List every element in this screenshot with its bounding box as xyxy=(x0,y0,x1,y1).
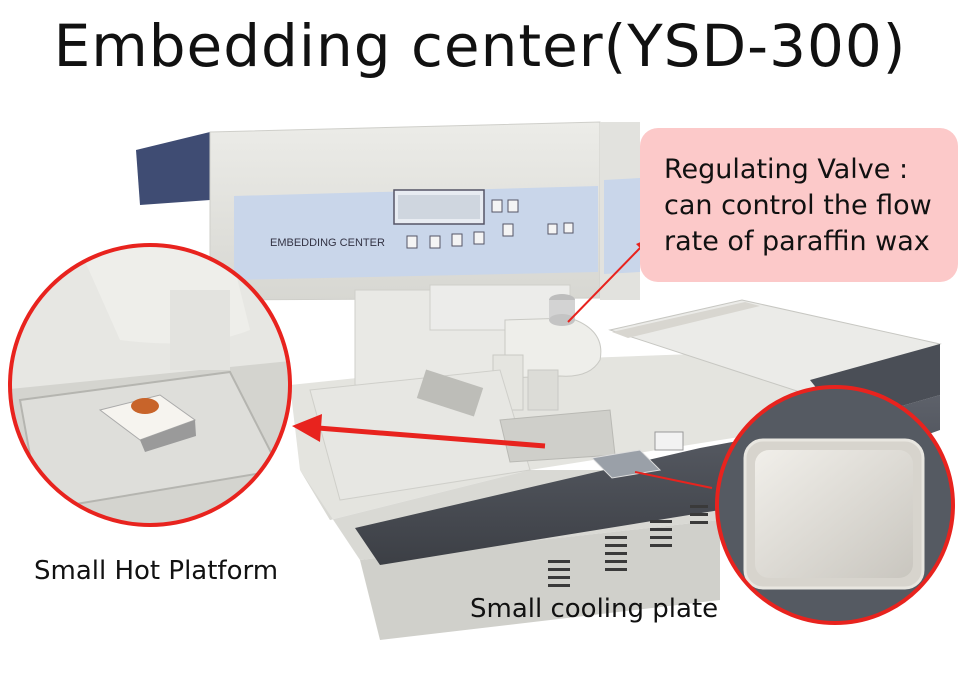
cooling-plate-zoom xyxy=(715,385,955,625)
hot-platform-zoom xyxy=(8,243,292,527)
panel-buttons xyxy=(406,199,574,249)
callout-line-1: Regulating Valve : xyxy=(664,154,909,185)
callout-line-2: can control the flow xyxy=(664,190,932,221)
cooling-plate-label: Small cooling plate xyxy=(470,594,719,624)
callout-text: Regulating Valve : can control the flow … xyxy=(640,128,958,260)
callout-line-3: rate of paraffin wax xyxy=(664,226,930,257)
regulating-valve-callout: Regulating Valve : can control the flow … xyxy=(640,128,958,282)
page-title: Embedding center(YSD-300) xyxy=(53,12,907,80)
panel-label: EMBEDDING CENTER xyxy=(270,237,385,249)
embedding-center-device: EMBEDDING CENTER xyxy=(136,121,942,640)
regulating-valve-knob xyxy=(549,314,575,326)
hot-platform-label: Small Hot Platform xyxy=(34,556,279,586)
vent-slots xyxy=(548,505,708,587)
